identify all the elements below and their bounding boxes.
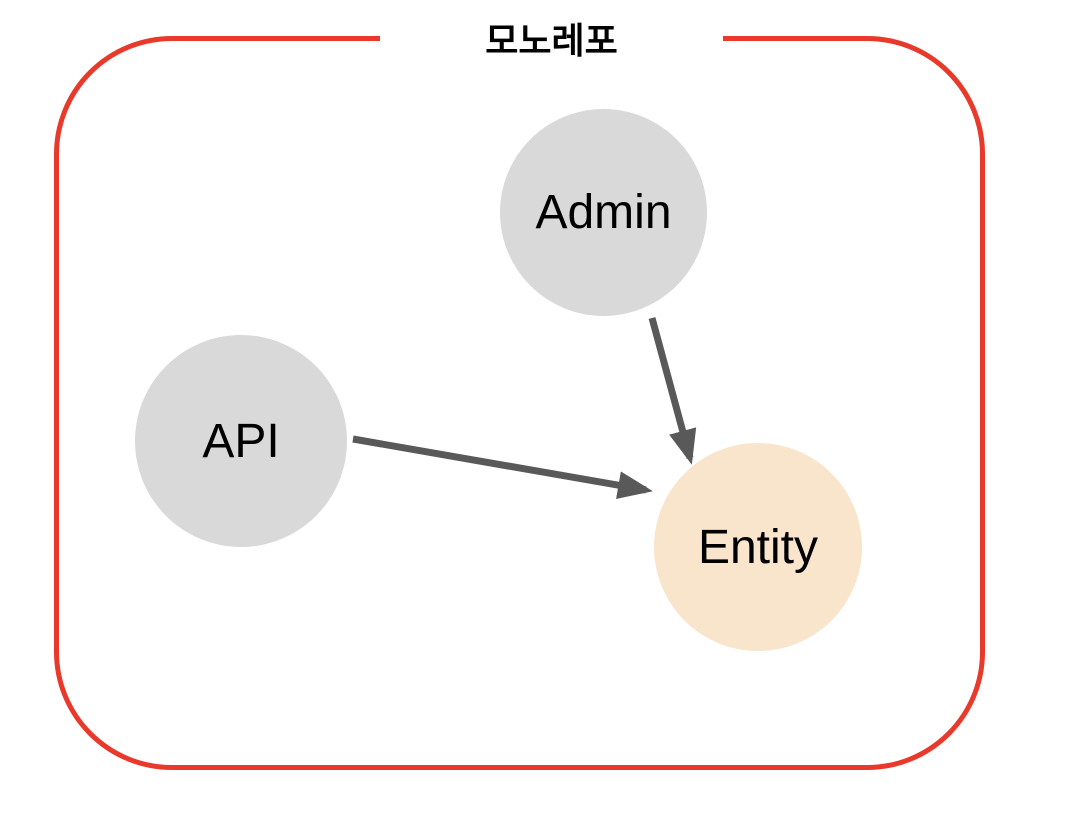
node-api-label: API <box>202 414 280 468</box>
node-api: API <box>135 335 347 547</box>
node-entity: Entity <box>654 443 862 651</box>
node-admin: Admin <box>500 109 707 316</box>
node-admin-label: Admin <box>535 186 672 239</box>
diagram-title: 모노레포 <box>380 14 723 68</box>
node-entity-label: Entity <box>697 520 819 574</box>
